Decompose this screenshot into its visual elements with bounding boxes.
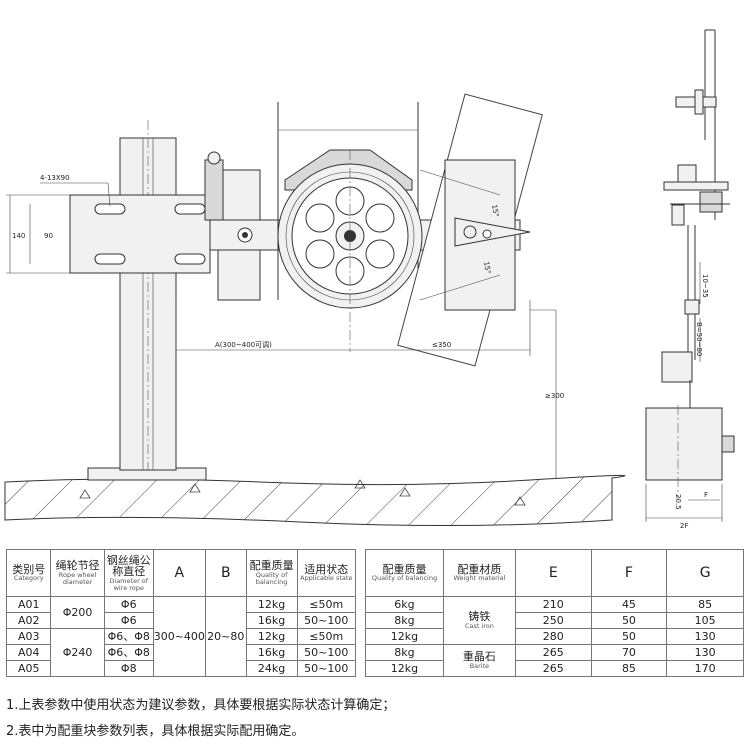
dim-le350: ≤350 bbox=[432, 341, 451, 349]
dimensions-front: 140 90 4-13X90 A(300~400可调) ≤350 ≥300 15… bbox=[6, 174, 564, 478]
dim-ge300: ≥300 bbox=[545, 392, 564, 400]
header-g: G bbox=[666, 549, 744, 597]
rope-wheel bbox=[277, 150, 423, 352]
mounting-post bbox=[69, 120, 211, 481]
table-row: A04 Φ6、Φ8 16kg 50~100 bbox=[5, 644, 357, 661]
ground bbox=[4, 474, 626, 527]
table-row: A01 Φ200 Φ6 300~400 20~80 12kg ≤50m bbox=[5, 596, 357, 677]
angle-bottom: 15° bbox=[482, 261, 492, 275]
header-b: B bbox=[204, 549, 247, 597]
dim-90: 90 bbox=[44, 232, 53, 240]
dim-f: F bbox=[704, 491, 708, 499]
table-row: A05 Φ8 24kg 50~100 bbox=[5, 660, 357, 677]
table-row: 12kg 265 85 170 bbox=[365, 660, 744, 677]
dim-10-35: 10~35 bbox=[701, 274, 709, 298]
angle-top: 15° bbox=[490, 204, 500, 218]
header-a: A bbox=[152, 549, 206, 597]
table-row: A03 Φ240 Φ6、Φ8 12kg ≤50m bbox=[5, 628, 357, 677]
wheel-cell-2: Φ240 bbox=[50, 628, 105, 677]
b-value-cell: 20~80 bbox=[204, 596, 247, 677]
note-1: 1.上表参数中使用状态为建议参数，具体要根据实际状态计算确定； bbox=[6, 698, 396, 713]
table-row: 12kg 280 50 130 bbox=[365, 628, 744, 645]
note-2: 2.表中为配重块参数列表，具体根据实际配用确定。 bbox=[6, 724, 305, 739]
dim-2f: 2F bbox=[680, 522, 688, 530]
technical-drawing: 140 90 4-13X90 A(300~400可调) ≤350 ≥300 15… bbox=[4, 29, 735, 530]
header-e: E bbox=[514, 549, 592, 597]
table-row: 8kg 250 50 105 bbox=[365, 612, 744, 629]
dim-20-5: 20.5 bbox=[674, 494, 682, 510]
side-view: 10~35 B=50~80 F 20.5 2F bbox=[645, 29, 735, 530]
a-value-cell: 300~400 bbox=[152, 596, 206, 677]
header-f: F bbox=[590, 549, 668, 597]
dim-holes: 4-13X90 bbox=[40, 174, 70, 182]
dim-a: A(300~400可调) bbox=[215, 340, 272, 349]
dim-b: B=50~80 bbox=[695, 322, 703, 356]
dim-140: 140 bbox=[12, 232, 25, 240]
counterweight-arm bbox=[397, 93, 543, 367]
wheel-cell-1: Φ200 bbox=[50, 596, 105, 629]
